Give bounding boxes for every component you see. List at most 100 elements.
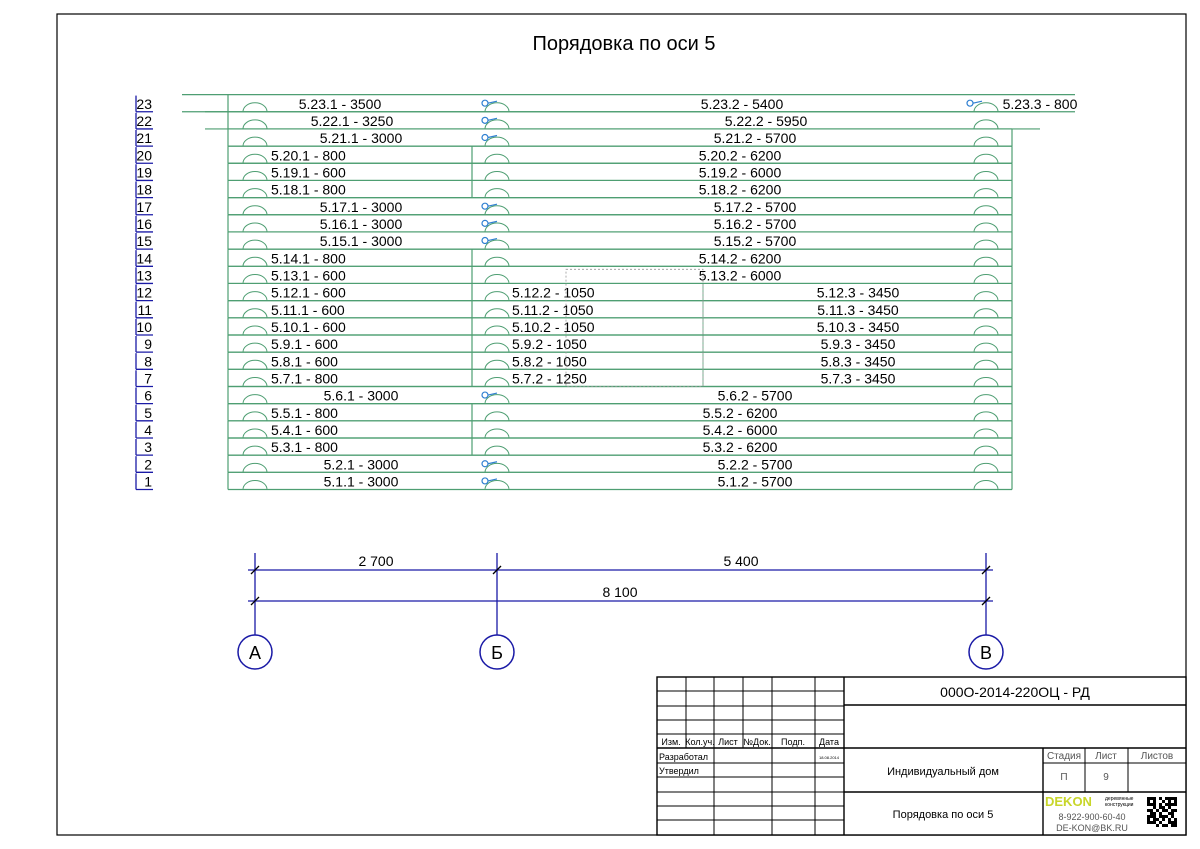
log-label: 5.1.1 - 3000 [324,474,399,490]
axis-label-a: А [249,643,261,663]
notch-icon [973,394,999,404]
row-number: 9 [144,336,152,352]
row-number: 14 [136,250,152,266]
sheet-title: Порядовка по оси 5 [893,809,994,821]
notch-icon [242,102,268,112]
notch-icon [484,308,510,318]
qr-module [1150,815,1153,818]
qr-module [1174,803,1177,806]
notch-icon [973,411,999,421]
row-number: 17 [136,199,152,215]
log-label: 5.6.2 - 5700 [718,388,793,404]
log-label: 5.13.1 - 600 [271,267,346,283]
row-number: 13 [136,267,152,283]
notch-icon [242,119,268,129]
notch-icon [242,445,268,456]
log-label: 5.1.2 - 5700 [718,474,793,490]
notch-icon [242,480,268,490]
row-number: 4 [144,422,152,438]
qr-module [1162,809,1165,812]
qr-module [1162,818,1165,821]
dowel-icon [481,116,489,124]
qr-module [1159,815,1162,818]
notch-icon [484,411,510,421]
qr-module [1174,824,1177,827]
sheet-frame [56,13,1187,836]
qr-module [1171,821,1174,824]
notch-icon [484,394,510,404]
notch-icon [973,170,999,181]
qr-module [1171,812,1174,815]
dowel-pin [487,117,498,121]
log-label: 5.12.2 - 1050 [512,285,595,301]
qr-module [1153,797,1156,800]
notch-icon [484,205,510,215]
notch-icon [973,273,999,284]
qr-module [1174,797,1177,800]
axis-label-b: Б [491,643,503,663]
log-label: 5.19.2 - 6000 [699,164,782,180]
qr-module [1153,806,1156,809]
qr-module [1171,824,1174,827]
qr-module [1156,818,1159,821]
log-label: 5.2.1 - 3000 [324,456,399,472]
qr-module [1159,812,1162,815]
qr-module [1168,812,1171,815]
qr-module [1156,809,1159,812]
title-block: Изм. Кол.уч. Лист №Док. Подп. Дата Разра… [656,676,1187,836]
row-number: 12 [136,285,152,301]
company-email: DE-KON@BK.RU [1056,823,1128,833]
notch-icon [973,153,999,164]
company-tagline-2: конструкции [1105,802,1134,808]
qr-module [1165,809,1168,812]
notch-icon [973,480,999,490]
sheet-header: Лист [1095,751,1117,762]
log-label: 5.20.1 - 800 [271,147,346,163]
title-block-grid [657,677,1186,835]
notch-icon [242,411,268,421]
notch-icon [973,222,999,232]
log-label: 5.3.1 - 800 [271,439,338,455]
log-label: 5.11.3 - 3450 [817,302,899,318]
log-label: 5.10.3 - 3450 [817,319,900,335]
row-number: 20 [136,147,152,163]
notch-icon [973,136,999,147]
qr-module [1147,797,1150,800]
dowel-pin [487,100,498,104]
log-label: 5.16.2 - 5700 [714,216,797,232]
qr-module [1168,818,1171,821]
log-label: 5.10.1 - 600 [271,319,346,335]
tick-mark [981,596,991,606]
tick-mark [492,565,502,575]
qr-module [1153,821,1156,824]
notch-icon [973,119,999,129]
qr-module [1147,818,1150,821]
notch-icon [484,428,510,439]
header-date: Дата [819,737,839,747]
qr-module [1171,803,1174,806]
header-signature: Подп. [781,737,805,747]
notch-icon [242,273,268,284]
axis-bubble-b [479,634,515,670]
log-label: 5.21.2 - 5700 [714,130,797,146]
notch-icon [973,102,999,112]
notch-icon [242,376,268,387]
notch-icon [973,256,999,267]
log-label: 5.6.1 - 3000 [324,388,399,404]
qr-code-icon [1147,797,1177,827]
stage-header: Стадия [1047,751,1081,762]
qr-module [1165,797,1168,800]
log-label: 5.7.1 - 800 [271,370,338,386]
notch-icon [484,239,510,250]
row-number: 8 [144,353,152,369]
company-phone: 8-922-900-60-40 [1058,812,1125,822]
dowel-icon [481,391,489,399]
qr-module [1159,821,1162,824]
notch-icon [242,462,268,473]
qr-module [1174,818,1177,821]
notch-icon [484,342,510,353]
row-number: 5 [144,405,152,421]
dowel-pin [487,203,498,207]
